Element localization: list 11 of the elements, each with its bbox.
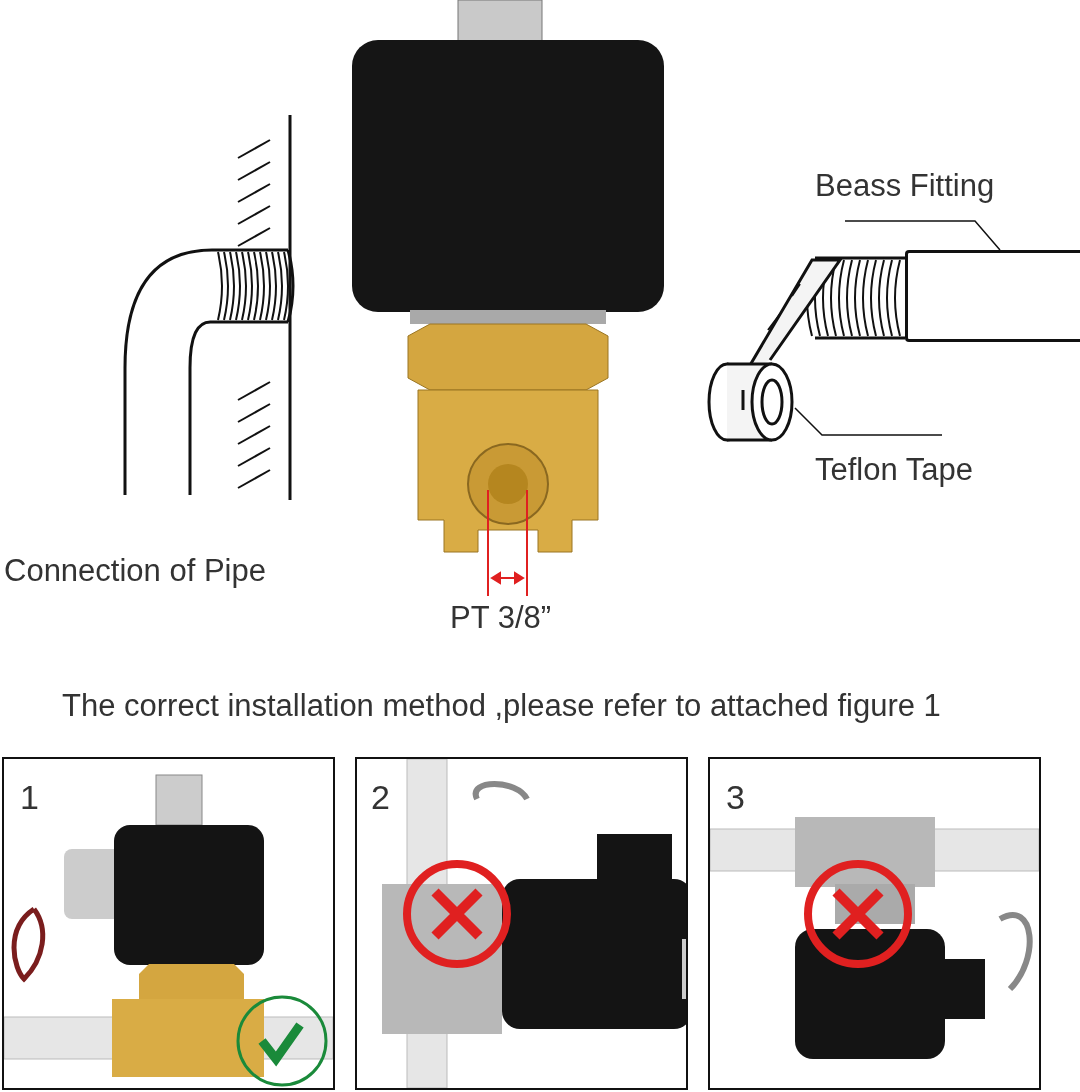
panel-number: 1: [20, 778, 39, 817]
caption-text: The correct installation method ,please refer to attached figure 1: [62, 688, 941, 724]
leader-line: [794, 407, 943, 436]
pipe-body: [905, 250, 1080, 342]
panel-number: 2: [371, 778, 390, 817]
callout-text: Beass Fitting: [815, 168, 1015, 221]
caption-text: Connection of Pipe: [4, 553, 266, 589]
caption-text: PT 3/8”: [450, 600, 552, 636]
leader-line: [844, 220, 1001, 251]
callout-text: Teflon Tape: [815, 435, 1005, 491]
panel-number: 3: [726, 778, 745, 817]
